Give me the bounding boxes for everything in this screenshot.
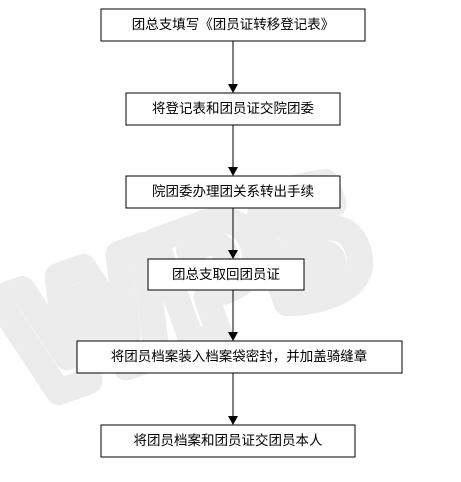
step-box: [147, 258, 305, 291]
step-label: 团总支填写《团员证转移登记表》: [132, 17, 335, 33]
step-label: 团总支取回团员证: [172, 267, 280, 283]
step-box: [125, 175, 341, 209]
step-label: 将团员档案和团员证交团员本人: [134, 432, 323, 449]
step-box: [100, 424, 356, 458]
flow-step-6: 将团员档案和团员证交团员本人: [100, 424, 356, 458]
flow-step-2: 将登记表和团员证交院团委: [125, 92, 341, 126]
flow-step-4: 团总支取回团员证: [147, 258, 305, 291]
flow-step-1: 团总支填写《团员证转移登记表》: [100, 8, 366, 42]
step-box: [76, 340, 403, 374]
step-box: [100, 8, 366, 42]
flow-step-5: 将团员档案装入档案袋密封，并加盖骑缝章: [76, 340, 403, 374]
step-label: 将团员档案装入档案袋密封，并加盖骑缝章: [111, 348, 368, 365]
flow-step-3: 院团委办理团关系转出手续: [125, 175, 341, 209]
step-box: [125, 92, 341, 126]
step-label: 院团委办理团关系转出手续: [152, 184, 314, 200]
step-label: 将登记表和团员证交院团委: [152, 100, 314, 117]
